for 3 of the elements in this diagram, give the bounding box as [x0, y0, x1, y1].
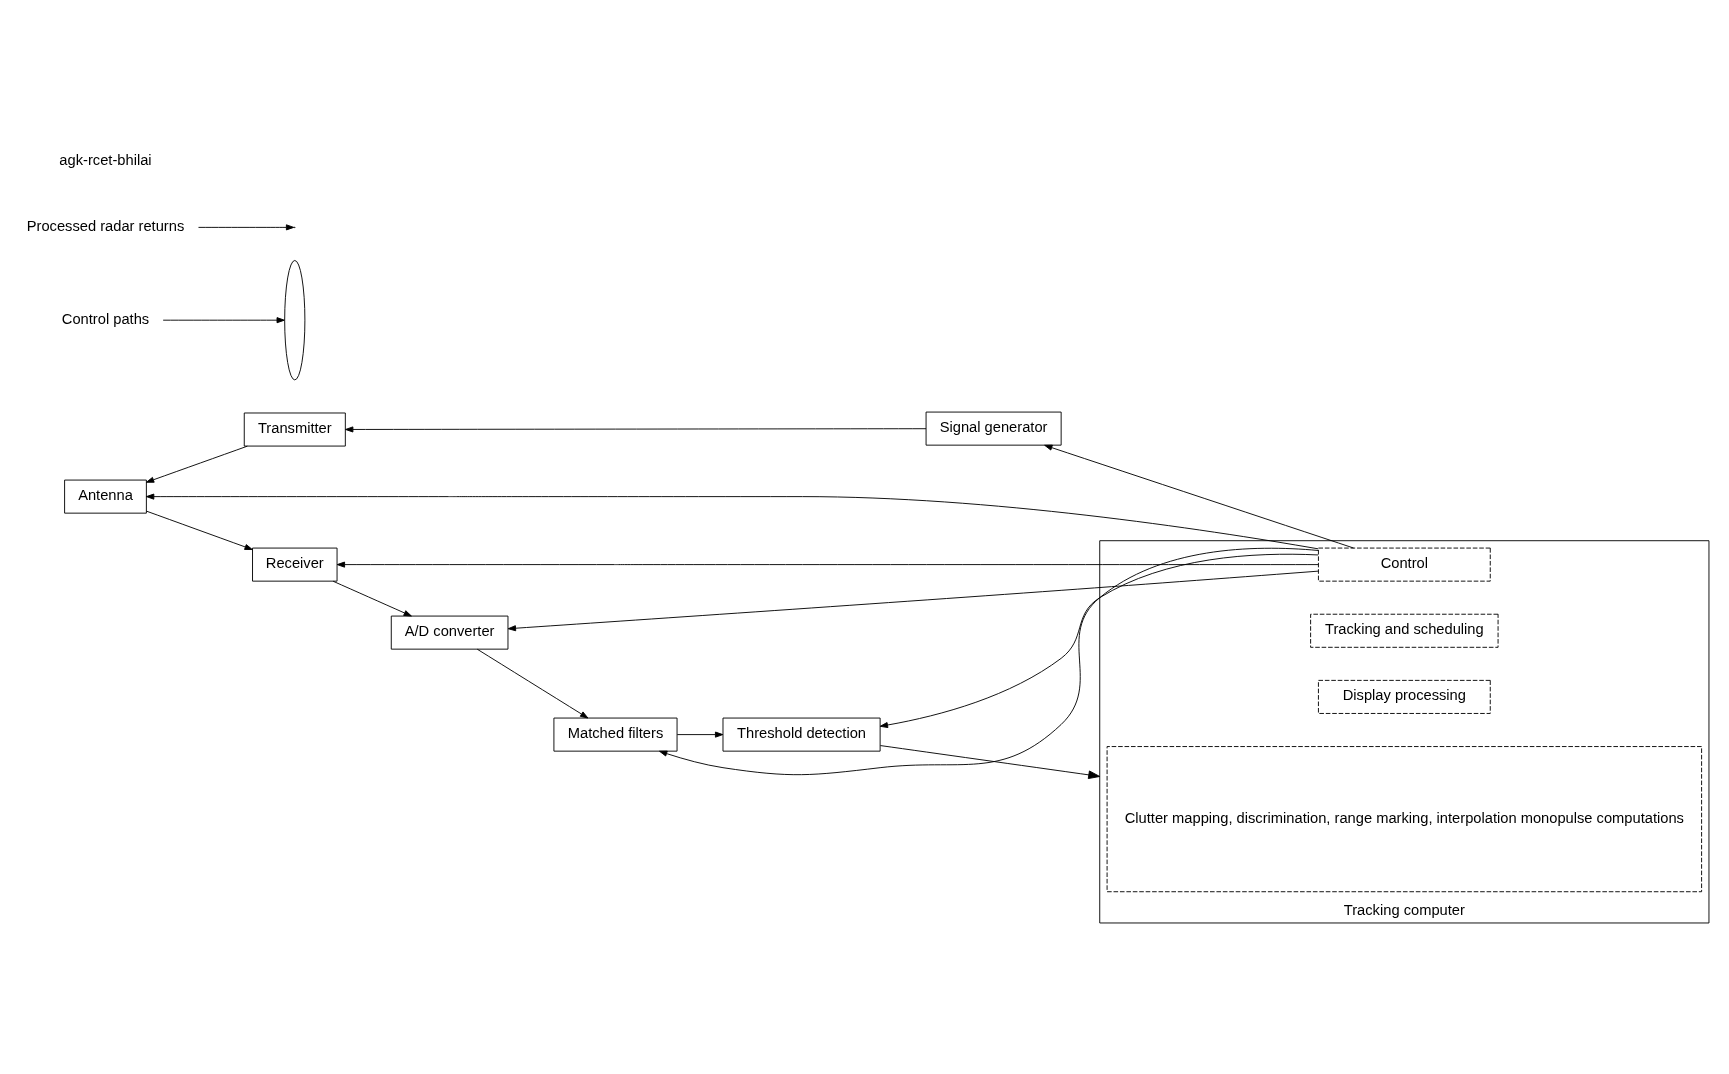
label: agk-rcet-bhilai — [59, 151, 152, 168]
node-text: Control paths — [61, 310, 150, 327]
node-text: Processed radar returns — [26, 217, 185, 234]
